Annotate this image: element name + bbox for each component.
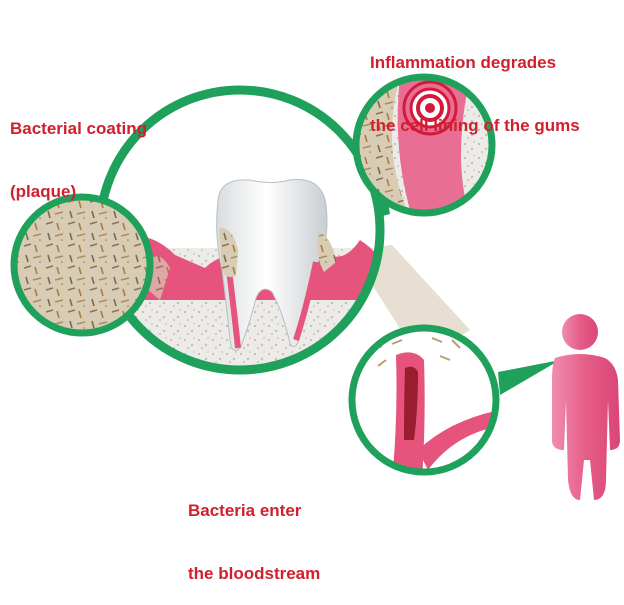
plaque-label: Bacterial coating (plaque) — [10, 76, 147, 223]
body-link-pointer — [498, 360, 560, 395]
inflammation-label: Inflammation degrades the cell lining of… — [370, 10, 580, 157]
plaque-label-line2: (plaque) — [10, 181, 147, 202]
inflammation-label-line2: the cell lining of the gums — [370, 115, 580, 136]
bloodstream-zoom-circle — [352, 320, 500, 480]
bloodstream-label-line1: Bacteria enter — [188, 500, 320, 521]
bloodstream-label-line2: the bloodstream — [188, 563, 320, 584]
bloodstream-label: Bacteria enter the bloodstream — [188, 458, 320, 605]
plaque-label-line1: Bacterial coating — [10, 118, 147, 139]
human-body-icon — [552, 314, 620, 500]
inflammation-label-line1: Inflammation degrades — [370, 52, 580, 73]
